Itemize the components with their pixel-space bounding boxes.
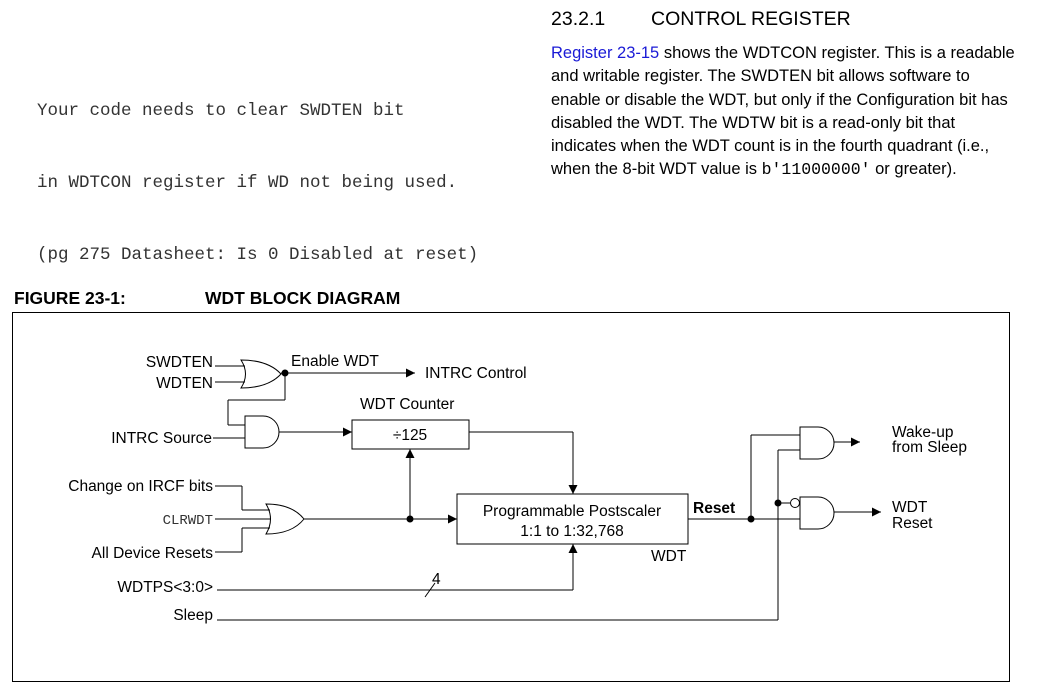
label-reset: Reset: [693, 500, 735, 517]
figure-title: WDT BLOCK DIAGRAM: [205, 288, 401, 308]
label-change-ircf: Change on IRCF bits: [68, 478, 213, 495]
and-gate-intrc: [244, 415, 280, 449]
and-gate-wakeup: [799, 426, 835, 460]
section-paragraph: Register 23-15 shows the WDTCON register…: [551, 42, 1021, 182]
section-number: 23.2.1: [551, 8, 606, 30]
label-clrwdt: CLRWDT: [163, 513, 213, 529]
code-note-line-2: in WDTCON register if WD not being used.: [37, 173, 458, 193]
label-wdten: WDTEN: [156, 375, 213, 392]
label-wdtps: WDTPS<3:0>: [117, 579, 213, 596]
figure-number: FIGURE 23-1:: [14, 288, 126, 308]
paragraph-code-value: b'11000000': [761, 160, 871, 180]
label-postscaler-2: 1:1 to 1:32,768: [520, 523, 623, 540]
label-wdt-reset-2: Reset: [892, 515, 933, 532]
label-wakeup-1: Wake-up: [892, 424, 953, 441]
inverter-bubble: [790, 498, 800, 508]
diagram-frame: [12, 312, 1010, 682]
register-link[interactable]: Register 23-15: [551, 44, 660, 62]
or-gate-enable: [240, 359, 282, 389]
label-all-resets: All Device Resets: [92, 545, 214, 562]
label-postscaler-1: Programmable Postscaler: [483, 503, 661, 520]
label-bus-width: 4: [432, 571, 441, 588]
label-wdt: WDT: [651, 548, 687, 565]
or-gate-clear: [265, 503, 305, 535]
code-note-line-1: Your code needs to clear SWDTEN bit: [37, 101, 405, 121]
label-sleep: Sleep: [173, 607, 213, 624]
label-intrc-control: INTRC Control: [425, 365, 527, 382]
section-title: CONTROL REGISTER: [651, 8, 851, 30]
label-wakeup-2: from Sleep: [892, 439, 967, 456]
and-gate-reset: [799, 496, 835, 530]
label-wdt-counter: WDT Counter: [360, 396, 454, 413]
label-enable-wdt: Enable WDT: [291, 353, 379, 370]
label-swdten: SWDTEN: [146, 354, 213, 371]
code-note: Your code needs to clear SWDTEN bit in W…: [37, 51, 478, 291]
label-divider: ÷125: [393, 427, 427, 444]
code-note-line-3: (pg 275 Datasheet: Is 0 Disabled at rese…: [37, 245, 479, 265]
paragraph-text-2: or greater).: [870, 160, 957, 179]
label-intrc-source: INTRC Source: [111, 430, 212, 447]
label-wdt-reset-1: WDT: [892, 499, 928, 516]
paragraph-text-1: shows the WDTCON register. This is a rea…: [551, 44, 1015, 179]
